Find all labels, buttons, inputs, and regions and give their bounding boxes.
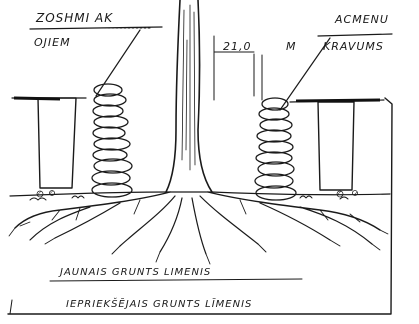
drawing-frame [8, 98, 392, 314]
left-stone-wall [92, 84, 132, 197]
left-gravel-column [12, 98, 86, 188]
dimension-unit: M [286, 40, 297, 53]
top-left-label-line2: OJIEM [34, 36, 71, 49]
tree-roots [9, 192, 388, 264]
new-ground-level-label: JAUNAIS GRUNTS LIMENIS [58, 267, 211, 278]
top-left-label-line1: ZOSHMI AK [35, 11, 113, 25]
top-left-label: ZOSHMI AK OJIEM [30, 11, 162, 96]
dimension-value: 21,0 [223, 40, 252, 53]
right-stone-wall [255, 98, 296, 200]
top-right-label-line1: ACMENU [334, 13, 389, 26]
tree-trunk [166, 0, 212, 192]
ground-surface [10, 191, 390, 201]
top-right-label-line2: KRAVUMS [323, 40, 384, 53]
right-gravel-column [290, 100, 384, 190]
dimension-annotation: 21,0 M [214, 36, 297, 100]
top-right-label: ACMENU KRAVUMS [280, 13, 392, 110]
ground-level-labels: JAUNAIS GRUNTS LIMENIS IEPRIEKŠĒJAIS GRU… [50, 267, 302, 310]
original-ground-level-label: IEPRIEKŠĒJAIS GRUNTS LĪMENIS [66, 297, 252, 310]
